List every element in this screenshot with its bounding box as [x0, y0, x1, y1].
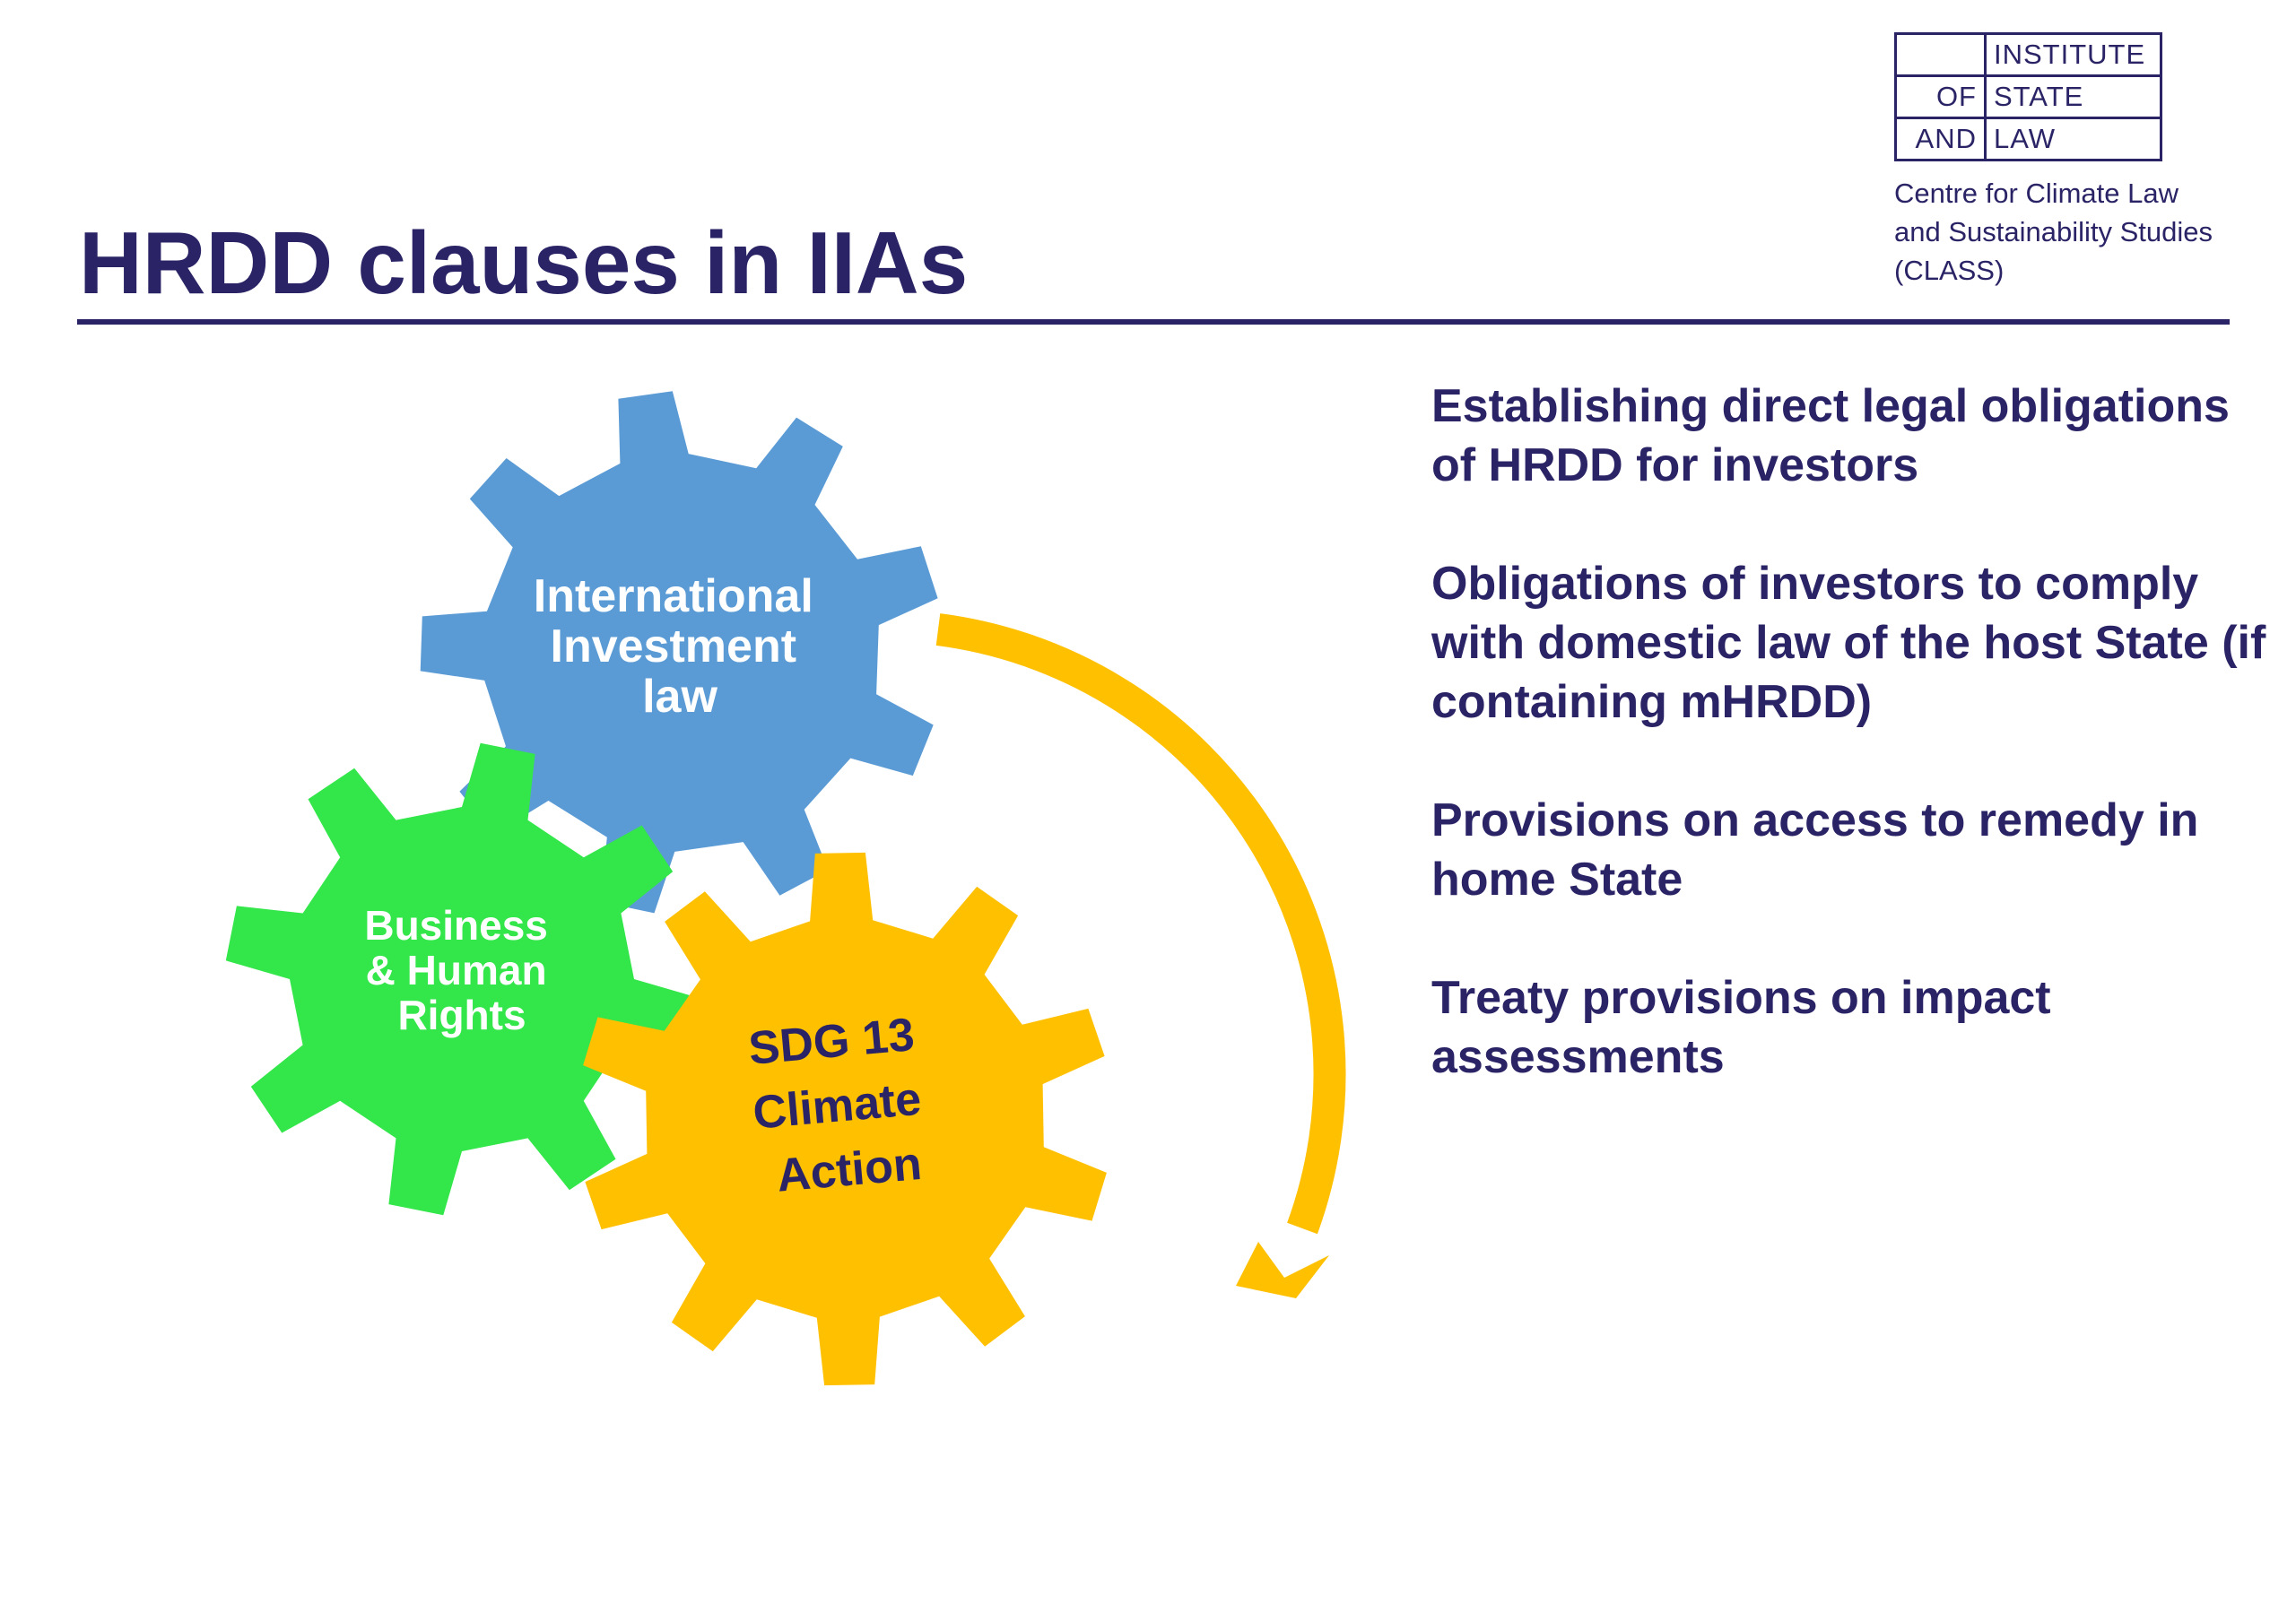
bullet-list: Establishing direct legal obligations of… [1431, 377, 2274, 1146]
gear-label-line: Rights [397, 992, 526, 1038]
gear-sdg13-climate-action [583, 852, 1107, 1386]
cycle-arrow-head [1236, 1242, 1329, 1298]
gear-label-line: Business [364, 902, 548, 949]
bullet-item: Establishing direct legal obligations of… [1431, 380, 2230, 491]
logo-cell [1897, 35, 1987, 77]
logo-subtitle-line: and Sustainability Studies [1894, 216, 2213, 247]
gear-label-line: Action [775, 1138, 924, 1202]
cycle-arrow [935, 613, 1346, 1235]
bullet-item: Treaty provisions on impact assessments [1431, 972, 2051, 1083]
logo-subtitle-line: (CLASS) [1894, 255, 2005, 286]
gear-business-human-rights [225, 742, 699, 1216]
gear-international-investment-law [420, 391, 938, 914]
logo-cell: INSTITUTE [1987, 35, 2162, 77]
logo-cell: STATE [1987, 77, 2162, 119]
gears-diagram: International Investment law Business & … [225, 391, 1346, 1386]
gear-label-line: International [534, 570, 813, 622]
logo-cell: LAW [1987, 119, 2162, 161]
logo-cell: AND [1897, 119, 1987, 161]
bullet-item: Obligations of investors to comply with … [1431, 558, 2266, 728]
gear-label-business-human-rights: Business & Human Rights [364, 902, 559, 1038]
gear-label-sdg13-climate-action: SDG 13 Climate Action [745, 1008, 942, 1204]
bullet-item: Provisions on access to remedy in home S… [1431, 794, 2199, 906]
title-divider [77, 319, 2230, 325]
logo-subtitle: Centre for Climate Law and Sustainabilit… [1894, 174, 2271, 290]
gear-label-international-investment-law: International Investment law [534, 570, 826, 723]
logo-grid: INSTITUTE OF STATE AND LAW [1894, 32, 2162, 161]
logo-cell: OF [1897, 77, 1987, 119]
institute-logo: INSTITUTE OF STATE AND LAW Centre for Cl… [1894, 32, 2271, 290]
gear-label-line: & Human [366, 947, 547, 993]
logo-subtitle-line: Centre for Climate Law [1894, 178, 2179, 209]
slide-title: HRDD clauses in IIAs [79, 213, 969, 312]
gear-label-line: law [642, 671, 718, 723]
gear-label-line: Investment [551, 620, 797, 672]
